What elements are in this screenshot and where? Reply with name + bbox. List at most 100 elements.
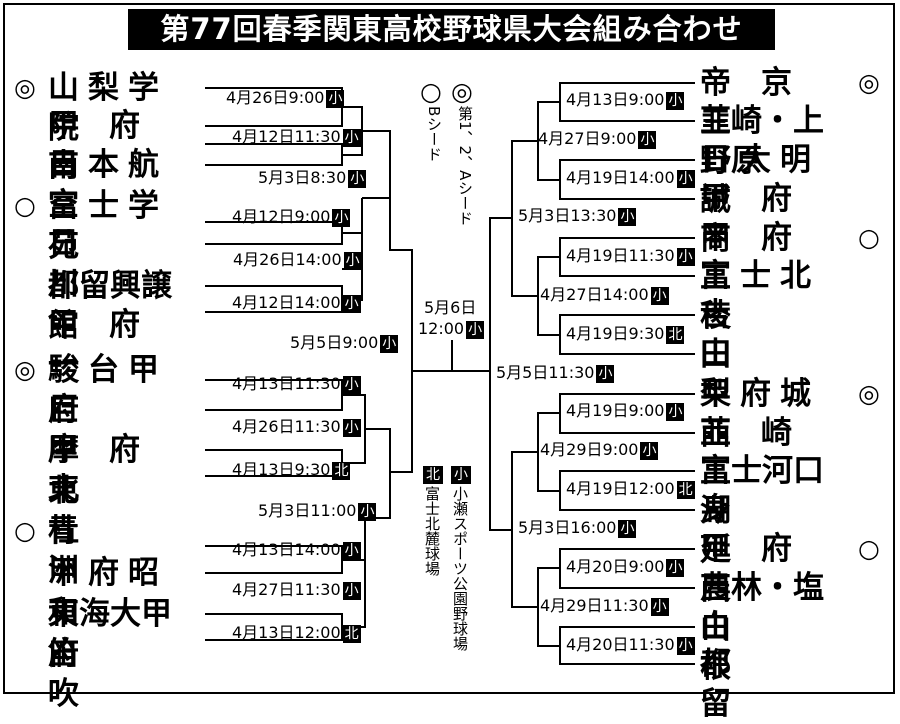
- match-date: 4月19日11:30: [566, 246, 675, 265]
- match-date: 5月3日13:30: [518, 206, 617, 225]
- match-date: 4月19日12:00: [566, 479, 675, 498]
- match-date: 5月3日16:00: [518, 518, 617, 537]
- venue-badge: 小: [650, 597, 669, 616]
- match-bracket: [390, 371, 413, 473]
- match-date: 4月12日11:30: [232, 127, 341, 146]
- venue-badge: 小: [358, 502, 377, 521]
- venue-badge: 小: [676, 169, 695, 188]
- venue-badge: 小: [676, 247, 695, 266]
- left-team-name: 東海大甲府: [48, 596, 172, 672]
- match-date: 4月27日14:00: [540, 285, 649, 304]
- match-date: 4月26日11:30: [232, 417, 341, 436]
- right-seed-mark: ◎: [858, 379, 880, 408]
- right-team-name: 甲府西: [700, 531, 822, 607]
- right-team-name: 甲府城西: [700, 376, 820, 452]
- match-date: 4月13日9:30: [232, 460, 331, 479]
- left-seed-mark: ◎: [14, 355, 36, 384]
- venue-badge: 北: [332, 461, 351, 480]
- venue-badge: 北: [676, 480, 695, 499]
- legend-venue-ko-text: 小瀬スポーツ公園野球場: [451, 486, 469, 651]
- match-date: 5月5日11:30: [496, 363, 595, 382]
- legend-seed-a-mark: ◎: [451, 77, 473, 106]
- match-date: 5月3日11:00: [258, 501, 357, 520]
- venue-badge: 小: [596, 364, 615, 383]
- left-team-name: 甲府一: [48, 307, 170, 383]
- legend-venue-kita: 北 富士北麓球場: [423, 466, 531, 576]
- match-date: 5月3日8:30: [258, 168, 347, 187]
- right-team-name: 甲府工: [700, 220, 822, 296]
- venue-badge: 小: [638, 130, 657, 149]
- left-team-name: 笛吹: [48, 636, 165, 712]
- left-team-name: 甲府南: [48, 108, 170, 184]
- match-date: 4月13日12:00: [232, 623, 341, 642]
- match-bracket: [362, 130, 391, 199]
- final-date: 5月6日: [424, 298, 477, 317]
- match-date: 5月5日9:00: [290, 333, 379, 352]
- left-team-name: 巨摩: [48, 392, 165, 468]
- venue-badge: 小: [650, 286, 669, 305]
- match-date: 4月26日9:00: [226, 88, 325, 107]
- right-team-name: 帝京三: [700, 65, 822, 141]
- venue-badge: 小: [676, 636, 695, 655]
- venue-badge: 小: [342, 128, 361, 147]
- left-team-name: 甲府東: [48, 432, 170, 508]
- venue-badge: 小: [342, 375, 361, 394]
- right-team-name: 甲府商: [700, 181, 822, 257]
- match-date: 4月19日14:00: [566, 168, 675, 187]
- match-date: 4月12日9:00: [232, 207, 331, 226]
- left-seed-mark: ◎: [14, 73, 36, 102]
- venue-badge: 小: [342, 541, 361, 560]
- right-team-name: 白根: [700, 609, 817, 685]
- left-team-name: 都留興譲館: [48, 268, 172, 344]
- right-team-name: 富士北稜: [700, 258, 820, 334]
- right-team-name: 韮崎工: [700, 415, 822, 491]
- match-date: 4月13日14:00: [232, 540, 341, 559]
- venue-badge: 小: [666, 558, 685, 577]
- venue-badge: 小: [342, 418, 361, 437]
- right-team-name: 農林・塩山: [700, 570, 824, 646]
- legend-venue-ko: 小 小瀬スポーツ公園野球場: [451, 466, 649, 651]
- venue-badge: 小: [666, 402, 685, 421]
- left-team-name: 日川: [48, 226, 165, 302]
- venue-badge: 小: [348, 169, 367, 188]
- match-date: 4月13日9:00: [566, 90, 665, 109]
- venue-badge: 小: [326, 89, 345, 108]
- match-date: 4月12日14:00: [232, 293, 341, 312]
- right-team-name: 日大明誠: [700, 142, 820, 218]
- left-team-name: 北杜: [48, 473, 165, 549]
- venue-badge: 小: [343, 251, 362, 270]
- left-team-name: 日本航空: [48, 147, 168, 223]
- legend-venue-kita-badge: 北: [423, 466, 443, 484]
- match-date: 4月19日9:00: [566, 401, 665, 420]
- venue-badge: 小: [666, 91, 685, 110]
- page-title: 第77回春季関東高校野球県大会組み合わせ: [128, 9, 775, 50]
- right-seed-mark: ◎: [858, 68, 880, 97]
- match-date: 4月26日14:00: [233, 250, 342, 269]
- bracket-frame: [3, 3, 895, 694]
- venue-badge: 小: [618, 519, 637, 538]
- right-team-name: 都留: [700, 646, 817, 722]
